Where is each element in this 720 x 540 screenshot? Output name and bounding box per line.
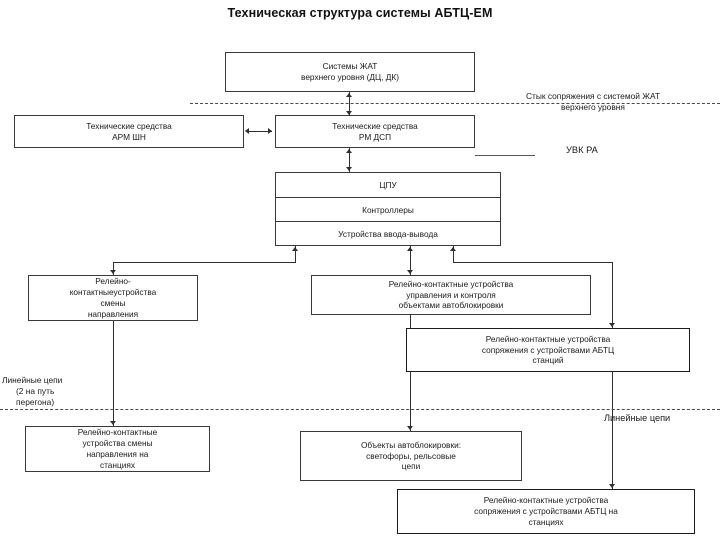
- node-upper-level-systems-line2: верхнего уровня (ДЦ, ДК): [301, 72, 399, 82]
- annotation-linear-circuits: Линейные цепи: [604, 413, 671, 423]
- arrowhead-down-cpu: [346, 167, 352, 171]
- arrowhead-down-rmdsp: [346, 111, 352, 115]
- connector-to-relay-interface: [612, 262, 613, 328]
- node-relay-direction-change-stations-line1: Релейно-контактные: [77, 427, 158, 438]
- arrowhead-up-io-mid: [407, 247, 413, 251]
- node-upper-level-systems-line1: Системы ЖАТ: [322, 61, 378, 72]
- connector-rmdsp-to-cpu: [349, 148, 350, 172]
- node-cpu[interactable]: ЦПУ: [379, 180, 397, 190]
- annotation-linear-circuits-track-line2: (2 на путь: [16, 385, 55, 396]
- boundary-upper-level-interface: [190, 103, 720, 104]
- annotation-linear-circuits-track-line1: Линейные цепи: [2, 375, 63, 385]
- node-relay-direction-change[interactable]: Релейно- контактныеустройства смены напр…: [28, 275, 198, 321]
- annotation-uvk-ra: УВК РА: [566, 145, 598, 155]
- connector-io-left-horiz: [113, 262, 296, 263]
- node-rm-dsp-line1: Технические средства: [332, 120, 418, 131]
- node-relay-interface-abtc-at-stations-line1: Релейно-контактные устройства: [483, 495, 609, 506]
- connector-io-mid: [410, 246, 411, 275]
- node-relay-interface-abtc-at-stations-line2: сопряжения с устройствами АБТЦ на: [474, 506, 618, 517]
- node-io-devices[interactable]: Устройства ввода-вывода: [276, 221, 500, 246]
- connector-armshn-rmdsp: [248, 131, 272, 132]
- connector-io-left-vert: [295, 246, 296, 263]
- node-relay-control-autoblock-line2: управления и контроля: [406, 289, 496, 300]
- annotation-linear-circuits-track: Линейные цепи (2 на путь перегона): [2, 375, 132, 408]
- bracket-uvk-ra: [475, 155, 535, 175]
- arrowhead-up-io-left: [292, 247, 298, 251]
- connector-direction-change-to-stations: [113, 321, 114, 426]
- connector-relay-interface-to-bottom: [612, 372, 613, 489]
- arrowhead-down-autoblock-objects: [407, 426, 413, 430]
- node-arm-shn-line2: АРМ ШН: [112, 131, 146, 142]
- annotation-upper-level-interface: Стык сопряжения с системой ЖАТ верхнего …: [466, 91, 720, 113]
- node-relay-direction-change-line1: Релейно-: [95, 276, 131, 287]
- node-arm-shn-line1: Технические средства: [86, 120, 172, 131]
- annotation-upper-level-interface-line2: верхнего уровня: [561, 101, 625, 112]
- node-relay-interface-abtc-at-stations-line3: станциях: [528, 516, 564, 527]
- node-relay-interface-abtc-stations-line2: сопряжения с устройствами АБТЦ: [481, 344, 615, 355]
- arrowhead-left-armshn: [245, 128, 249, 134]
- node-relay-interface-abtc-stations-line3: станций: [532, 355, 564, 366]
- connector-io-right-vert: [453, 246, 454, 263]
- annotation-upper-level-interface-line1: Стык сопряжения с системой ЖАТ: [525, 91, 661, 101]
- arrowhead-up-rmdsp-bottom: [346, 149, 352, 153]
- node-relay-direction-change-stations[interactable]: Релейно-контактные устройства смены напр…: [25, 426, 210, 472]
- boundary-linear-circuits: [0, 409, 720, 410]
- node-relay-control-autoblock[interactable]: Релейно-контактные устройства управления…: [311, 275, 591, 315]
- node-relay-direction-change-line4: направления: [87, 308, 139, 319]
- node-controllers[interactable]: Контроллеры: [276, 197, 500, 221]
- node-arm-shn[interactable]: Технические средства АРМ ШН: [14, 115, 244, 148]
- node-relay-control-autoblock-line1: Релейно-контактные устройства: [388, 278, 514, 289]
- node-upper-level-systems[interactable]: Системы ЖАТ верхнего уровня (ДЦ, ДК): [225, 52, 475, 92]
- connector-io-right-horiz: [453, 262, 613, 263]
- arrowhead-down-relay-interface-bottom: [609, 484, 615, 488]
- node-relay-direction-change-line3: смены: [100, 298, 126, 308]
- node-relay-direction-change-stations-line4: станциях: [99, 459, 136, 470]
- connector-relay-control-to-objects: [410, 315, 411, 431]
- page-title: Техническая структура системы АБТЦ-ЕМ: [227, 6, 493, 20]
- arrowhead-down-relay-control: [407, 270, 413, 274]
- node-relay-direction-change-stations-line3: направления на: [86, 449, 149, 459]
- arrowhead-down-direction-change-stations: [110, 421, 116, 425]
- node-autoblock-objects-line2: светофоры, рельсовые: [366, 450, 456, 461]
- arrowhead-up-io-right: [450, 247, 456, 251]
- arrowhead-up-upper-systems: [346, 93, 352, 97]
- arrowhead-down-direction-change: [110, 270, 116, 274]
- node-relay-interface-abtc-at-stations[interactable]: Релейно-контактные устройства сопряжения…: [397, 489, 695, 534]
- node-relay-control-autoblock-line3: объектами автоблокировки: [398, 300, 504, 311]
- arrowhead-down-relay-interface: [609, 323, 615, 327]
- node-relay-interface-abtc-stations-line1: Релейно-контактные устройства: [485, 333, 611, 344]
- connector-upper-to-rmdsp: [349, 92, 350, 116]
- node-group-uvk-ra[interactable]: ЦПУ Контроллеры Устройства ввода-вывода: [275, 172, 501, 246]
- node-autoblock-objects[interactable]: Объекты автоблокировки: светофоры, рельс…: [300, 431, 522, 481]
- arrowhead-right-rmdsp: [268, 128, 272, 134]
- node-rm-dsp-line2: РМ ДСП: [358, 131, 392, 142]
- node-autoblock-objects-line3: цепи: [401, 461, 421, 472]
- annotation-linear-circuits-track-line3: перегона): [16, 396, 55, 407]
- connector-to-direction-change: [113, 262, 114, 275]
- node-autoblock-objects-line1: Объекты автоблокировки:: [360, 439, 462, 450]
- node-relay-interface-abtc-stations[interactable]: Релейно-контактные устройства сопряжения…: [406, 328, 690, 372]
- node-relay-direction-change-line2: контактныеустройства: [69, 287, 157, 298]
- node-relay-direction-change-stations-line2: устройства смены: [82, 438, 153, 449]
- node-rm-dsp[interactable]: Технические средства РМ ДСП: [275, 115, 475, 148]
